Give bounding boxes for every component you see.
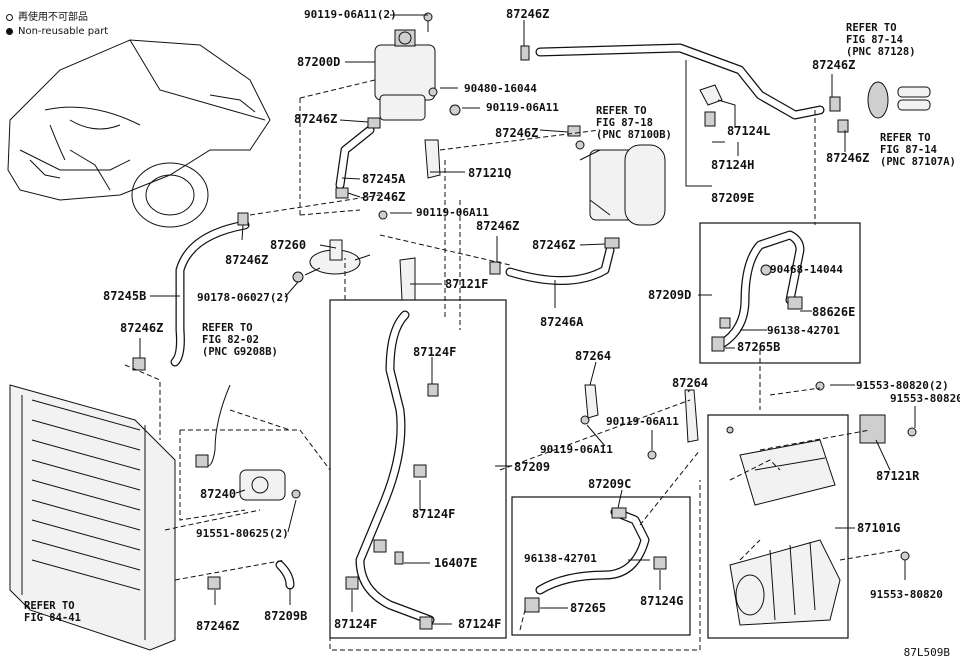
part-label-90119-06A11[interactable]: 90119-06A11 (486, 101, 559, 114)
part-label-88626E[interactable]: 88626E (812, 305, 856, 319)
refer-line: (PNC 87100B) (596, 129, 672, 141)
part-label-87101G[interactable]: 87101G (857, 521, 901, 535)
part-label-90468-14044[interactable]: 90468-14044 (770, 263, 843, 276)
refer-line: (PNC 87107A) (880, 156, 956, 168)
part-label-87124L[interactable]: 87124L (727, 124, 771, 138)
part-label-87245B[interactable]: 87245B (103, 289, 147, 303)
refer-line: REFER TO (24, 600, 75, 612)
hollow-circle-icon (6, 13, 13, 21)
part-label-87121R[interactable]: 87121R (876, 469, 920, 483)
part-label-87264[interactable]: 87264 (672, 376, 709, 390)
part-label-90119-06A11[interactable]: 90119-06A11 (416, 206, 489, 219)
part-label-87209C[interactable]: 87209C (588, 477, 632, 491)
group-boxes (329, 222, 861, 639)
refer-line: FIG 82-02 (202, 334, 259, 346)
part-label-87200D[interactable]: 87200D (297, 55, 341, 69)
part-label-96138-42701[interactable]: 96138-42701 (524, 552, 597, 565)
refer-to-fig-87-18-pnc-87100b[interactable]: REFER TO FIG 87-18 (PNC 87100B) (596, 105, 672, 141)
part-label-91553-80820-2[interactable]: 91553-80820(2) (856, 379, 949, 392)
part-label-87246Z[interactable]: 87246Z (532, 238, 576, 252)
part-label-87121Q[interactable]: 87121Q (468, 166, 512, 180)
dashed-connections (124, 79, 901, 651)
coolant-hoses (170, 43, 825, 625)
legend-text: Non-reusable part (18, 26, 109, 37)
part-label-91553-80820[interactable]: 91553-80820 (890, 392, 960, 405)
part-label-87246Z[interactable]: 87246Z (812, 58, 856, 72)
pump-assembly-illustration (575, 140, 666, 226)
part-label-87124F[interactable]: 87124F (458, 617, 502, 631)
refer-line: REFER TO (846, 22, 897, 34)
refer-to-fig-87-14-pnc-87107a[interactable]: REFER TO FIG 87-14 (PNC 87107A) (880, 132, 956, 168)
refer-line: (PNC 87128) (846, 46, 916, 58)
part-label-87209E[interactable]: 87209E (711, 191, 755, 205)
part-label-87209D[interactable]: 87209D (648, 288, 692, 302)
leader-lines (139, 14, 916, 625)
refer-to-fig-82-02-pnc-g9208b[interactable]: REFER TO FIG 82-02 (PNC G9208B) (202, 322, 278, 358)
diagram-code: 87L509B (903, 646, 950, 659)
part-label-90119-06A11[interactable]: 90119-06A11 (606, 415, 679, 428)
part-label-16407E[interactable]: 16407E (434, 556, 478, 570)
refer-line: FIG 87-14 (880, 144, 937, 156)
water-pump-87200D-illustration (374, 12, 436, 121)
part-label-87246Z[interactable]: 87246Z (476, 219, 520, 233)
refer-line: FIG 87-14 (846, 34, 903, 46)
part-label-87246A[interactable]: 87246A (540, 315, 584, 329)
filled-circle-icon (6, 27, 13, 35)
part-label-87260[interactable]: 87260 (270, 238, 307, 252)
valve-87260-illustration (292, 239, 371, 283)
part-label-87245A[interactable]: 87245A (362, 172, 406, 186)
refer-line: REFER TO (202, 322, 253, 334)
part-label-87209B[interactable]: 87209B (264, 609, 308, 623)
part-label-87124F[interactable]: 87124F (334, 617, 378, 631)
part-label-87240[interactable]: 87240 (200, 487, 237, 501)
part-label-87265[interactable]: 87265 (570, 601, 607, 615)
part-label-91551-80625-2[interactable]: 91551-80625(2) (196, 527, 289, 540)
part-label-87246Z[interactable]: 87246Z (362, 190, 406, 204)
part-label-96138-42701[interactable]: 96138-42701 (767, 324, 840, 337)
radiator-illustration (9, 384, 176, 651)
actuator-87240-illustration (195, 384, 301, 501)
part-label-87121F[interactable]: 87121F (445, 277, 489, 291)
housing-87101G-illustration (729, 414, 886, 626)
part-label-90119-06A11[interactable]: 90119-06A11 (540, 443, 613, 456)
refer-line: REFER TO (880, 132, 931, 144)
part-label-87124F[interactable]: 87124F (413, 345, 457, 359)
part-label-87246Z[interactable]: 87246Z (495, 126, 539, 140)
refer-line: FIG 87-18 (596, 117, 653, 129)
legend-text: 再使用不可部品 (18, 12, 88, 23)
part-label-87265B[interactable]: 87265B (737, 340, 781, 354)
part-label-90480-16044[interactable]: 90480-16044 (464, 82, 537, 95)
refer-to-fig-87-14-pnc-87128[interactable]: REFER TO FIG 87-14 (PNC 87128) (846, 22, 916, 58)
part-label-87246Z[interactable]: 87246Z (506, 7, 550, 21)
part-label-87124H[interactable]: 87124H (711, 158, 755, 172)
part-label-87246Z[interactable]: 87246Z (196, 619, 240, 633)
part-label-87124F[interactable]: 87124F (412, 507, 456, 521)
refer-to-fig-84-41[interactable]: REFER TO FIG 84-41 (24, 600, 81, 624)
part-label-87264[interactable]: 87264 (575, 349, 612, 363)
clips-and-fasteners (132, 45, 931, 630)
legend-reusable: 再使用不可部品 (6, 8, 88, 23)
refer-line: (PNC G9208B) (202, 346, 278, 358)
refer-line: REFER TO (596, 105, 647, 117)
part-label-87246Z[interactable]: 87246Z (120, 321, 164, 335)
part-label-87124G[interactable]: 87124G (640, 594, 684, 608)
part-label-87209[interactable]: 87209 (514, 460, 551, 474)
part-label-87246Z[interactable]: 87246Z (294, 112, 338, 126)
part-label-90178-06027-2[interactable]: 90178-06027(2) (197, 291, 290, 304)
vehicle-front-illustration (7, 39, 271, 228)
refer-line: FIG 84-41 (24, 612, 81, 624)
part-label-90119-06A11-2[interactable]: 90119-06A11(2) (304, 8, 397, 21)
part-label-87246Z[interactable]: 87246Z (826, 151, 870, 165)
legend-non-reusable: Non-reusable part (6, 26, 108, 37)
part-label-91553-80820[interactable]: 91553-80820 (870, 588, 943, 601)
part-label-87246Z[interactable]: 87246Z (225, 253, 269, 267)
